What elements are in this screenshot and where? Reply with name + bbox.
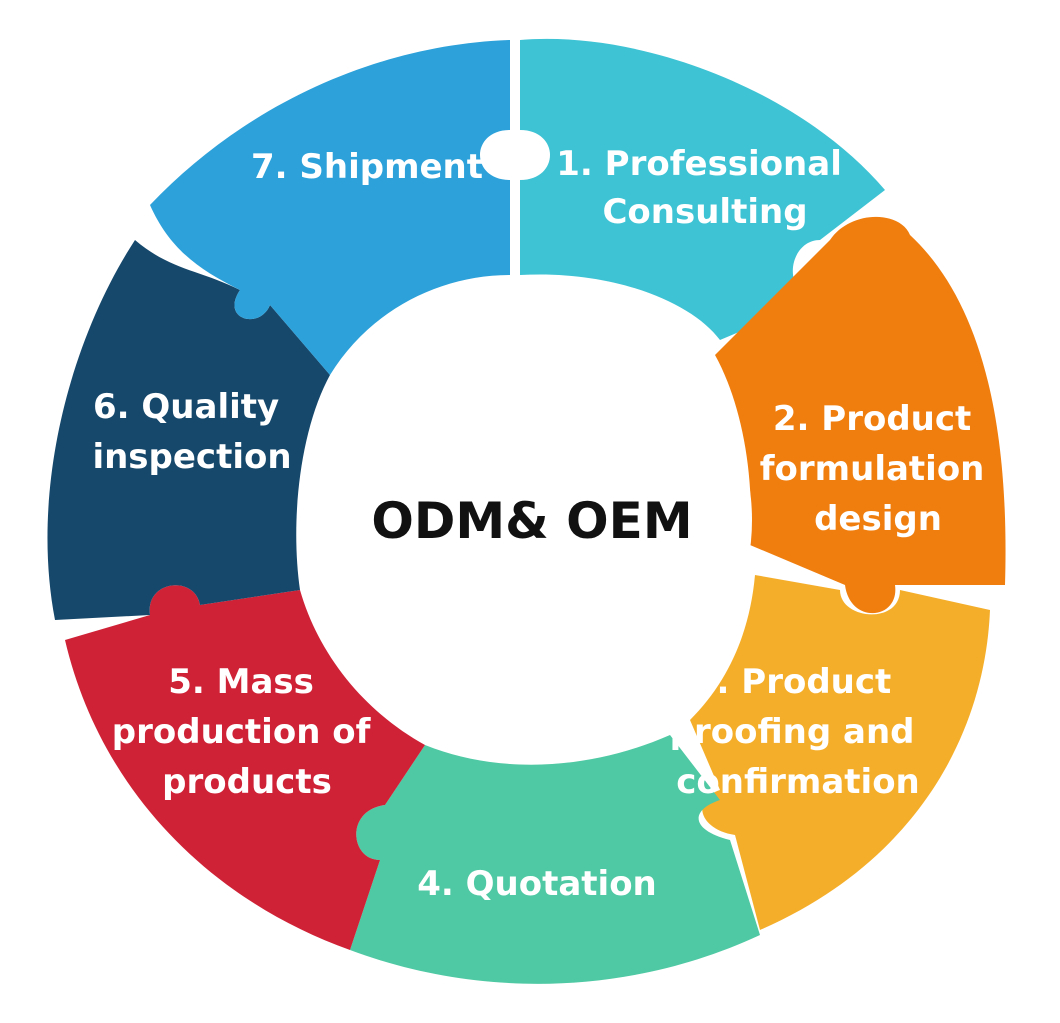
step-2-label-line: formulation bbox=[760, 449, 985, 489]
step-4-label-line: 4. Quotation bbox=[417, 864, 657, 904]
step-3-label-line: 3. Product bbox=[693, 662, 891, 702]
step-2-label: 2. Product formulation design bbox=[760, 399, 996, 539]
step-6-label-line: 6. Quality bbox=[93, 387, 279, 427]
segment-step-2 bbox=[715, 216, 1006, 614]
step-7-label: 7. Shipment bbox=[251, 147, 483, 187]
segment-step-3 bbox=[690, 575, 990, 930]
step-5-label-line: 5. Mass bbox=[168, 662, 314, 702]
step-3-label-line: proofing and bbox=[670, 712, 915, 752]
step-6-label-line: inspection bbox=[92, 437, 291, 477]
step-5-label-line: products bbox=[162, 762, 332, 802]
segment-step-6 bbox=[47, 240, 331, 620]
segment-step-4 bbox=[350, 735, 760, 984]
step-5-label: 5. Mass production of products bbox=[112, 662, 382, 802]
step-7-label-line: 7. Shipment bbox=[251, 147, 483, 187]
step-2-label-line: design bbox=[814, 499, 942, 539]
step-6-label: 6. Quality inspection bbox=[92, 387, 291, 477]
step-5-label-line: production of bbox=[112, 712, 372, 752]
step-3-label: 3. Product proofing and confirmation bbox=[670, 662, 927, 802]
segment-step-1 bbox=[520, 38, 885, 340]
segment-step-7 bbox=[150, 40, 510, 375]
step-4-label: 4. Quotation bbox=[417, 864, 657, 904]
step-3-label-line: confirmation bbox=[676, 762, 920, 802]
ring-segments bbox=[47, 38, 1006, 984]
step-1-label-line: Consulting bbox=[602, 192, 807, 232]
step-1-label-line: 1. Professional bbox=[556, 144, 842, 184]
step-2-label-line: 2. Product bbox=[773, 399, 971, 439]
step-1-label: 1. Professional Consulting bbox=[556, 144, 853, 232]
center-disc bbox=[312, 300, 752, 740]
segment-step-5 bbox=[65, 585, 425, 950]
center-title: ODM& OEM bbox=[371, 492, 692, 550]
